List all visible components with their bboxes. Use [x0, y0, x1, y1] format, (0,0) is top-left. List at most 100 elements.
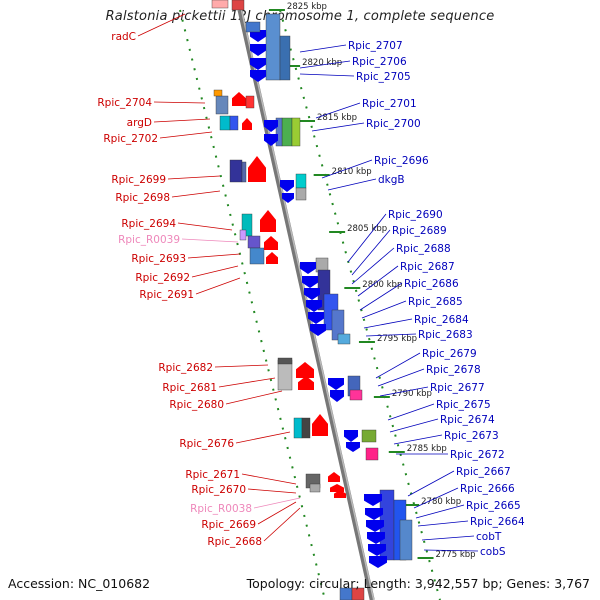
gene-label-cobS: cobS — [480, 546, 506, 558]
leader-line — [257, 501, 297, 525]
gene-label-Rpic_2672: Rpic_2672 — [450, 449, 505, 461]
reverse-gene-arrow — [310, 324, 326, 336]
gene-block — [229, 159, 243, 183]
forward-gene-arrow — [334, 490, 346, 498]
leader-line — [311, 122, 365, 132]
leader-line — [235, 431, 291, 444]
kbp-label: 2820 kbp — [302, 58, 342, 68]
leader-line — [351, 247, 395, 285]
gene-label-Rpic_2691: Rpic_2691 — [139, 289, 194, 301]
gene-label-Rpic_2692: Rpic_2692 — [135, 272, 190, 284]
reverse-gene-arrow — [264, 120, 278, 132]
gene-label-Rpic_2666: Rpic_2666 — [460, 483, 515, 495]
gene-block — [213, 89, 223, 97]
reverse-gene-arrow — [250, 58, 266, 70]
forward-gene-arrow — [330, 484, 344, 492]
gene-label-Rpic_2684: Rpic_2684 — [414, 314, 469, 326]
forward-gene-arrow — [232, 92, 246, 106]
gene-block — [247, 235, 261, 249]
gene-label-dkgB: dkgB — [378, 174, 405, 186]
leader-line — [159, 131, 213, 139]
gene-block — [265, 13, 281, 81]
gene-label-Rpic_2688: Rpic_2688 — [396, 243, 451, 255]
gene-label-Rpic_2680: Rpic_2680 — [169, 399, 224, 411]
gene-block — [309, 483, 321, 493]
leader-line — [415, 504, 465, 519]
genome-summary-text: Topology: circular; Length: 3,942,557 bp… — [246, 576, 590, 591]
kbp-label: 2825 kbp — [287, 2, 327, 12]
gene-block — [219, 115, 231, 131]
gene-label-Rpic_2669: Rpic_2669 — [201, 519, 256, 531]
gene-label-Rpic_2664: Rpic_2664 — [470, 516, 525, 528]
reverse-gene-arrow — [300, 262, 316, 274]
gene-label-Rpic_2687: Rpic_2687 — [400, 261, 455, 273]
leader-line — [379, 386, 429, 397]
gene-label-Rpic_2681: Rpic_2681 — [162, 382, 217, 394]
gene-block — [275, 117, 283, 147]
gene-block — [279, 35, 291, 81]
gene-label-Rpic_2696: Rpic_2696 — [374, 155, 429, 167]
gene-label-Rpic_2678: Rpic_2678 — [426, 364, 481, 376]
reverse-gene-arrow — [344, 430, 358, 442]
reverse-gene-arrow — [369, 556, 387, 568]
reverse-gene-arrow — [364, 494, 382, 506]
gene-label-Rpic_2676: Rpic_2676 — [179, 438, 234, 450]
kbp-label: 2800 kbp — [362, 280, 402, 290]
leader-line — [218, 377, 276, 388]
gene-label-Rpic_2694: Rpic_2694 — [121, 218, 176, 230]
gene-label-Rpic_2689: Rpic_2689 — [392, 225, 447, 237]
forward-gene-arrow — [298, 376, 314, 390]
gene-block — [249, 247, 265, 265]
gene-label-Rpic_2699: Rpic_2699 — [111, 174, 166, 186]
gene-block — [277, 359, 293, 391]
leader-line — [393, 434, 443, 445]
leader-line — [167, 175, 221, 180]
leader-line — [377, 368, 425, 387]
gene-label-Rpic_2698: Rpic_2698 — [115, 192, 170, 204]
gene-block — [365, 447, 379, 461]
reverse-gene-arrow — [328, 378, 344, 390]
leader-line — [299, 73, 355, 77]
gene-label-Rpic_2671: Rpic_2671 — [185, 469, 240, 481]
gene-block — [231, 0, 245, 11]
leader-line — [299, 60, 351, 69]
kbp-label: 2815 kbp — [317, 113, 357, 123]
leader-line — [247, 488, 297, 494]
reverse-gene-arrow — [250, 70, 266, 82]
gene-label-Rpic_2665: Rpic_2665 — [466, 500, 521, 512]
forward-gene-arrow — [312, 414, 328, 436]
gene-label-Rpic_2702: Rpic_2702 — [103, 133, 158, 145]
gene-block — [215, 95, 229, 115]
gene-label-Rpic_2674: Rpic_2674 — [440, 414, 495, 426]
gene-block — [229, 115, 239, 131]
leader-line — [241, 473, 297, 485]
gene-block — [241, 213, 253, 237]
kbp-label: 2805 kbp — [347, 224, 387, 234]
leader-line — [347, 213, 387, 263]
leader-line — [225, 390, 283, 405]
reverse-gene-arrow — [346, 442, 360, 452]
gene-label-Rpic_2707: Rpic_2707 — [348, 40, 403, 52]
reverse-gene-arrow — [367, 532, 385, 544]
kbp-label: 2775 kbp — [436, 550, 476, 560]
forward-gene-arrow — [264, 236, 278, 250]
reverse-gene-arrow — [280, 180, 294, 192]
leader-line — [407, 470, 455, 497]
gene-block — [241, 161, 247, 183]
gene-label-Rpic_2704: Rpic_2704 — [97, 97, 152, 109]
gene-label-Rpic_2693: Rpic_2693 — [131, 253, 186, 265]
kbp-label: 2790 kbp — [392, 389, 432, 399]
reverse-gene-arrow — [264, 134, 278, 146]
right-track-line — [279, 9, 441, 600]
leader-line — [253, 497, 301, 509]
gene-label-Rpic_2685: Rpic_2685 — [408, 296, 463, 308]
gene-block — [295, 187, 307, 201]
leader-line — [363, 318, 413, 329]
gene-block — [295, 173, 307, 189]
gene-block — [281, 117, 293, 147]
gene-block — [245, 95, 255, 109]
gene-block — [291, 117, 301, 147]
leader-line — [387, 403, 435, 421]
